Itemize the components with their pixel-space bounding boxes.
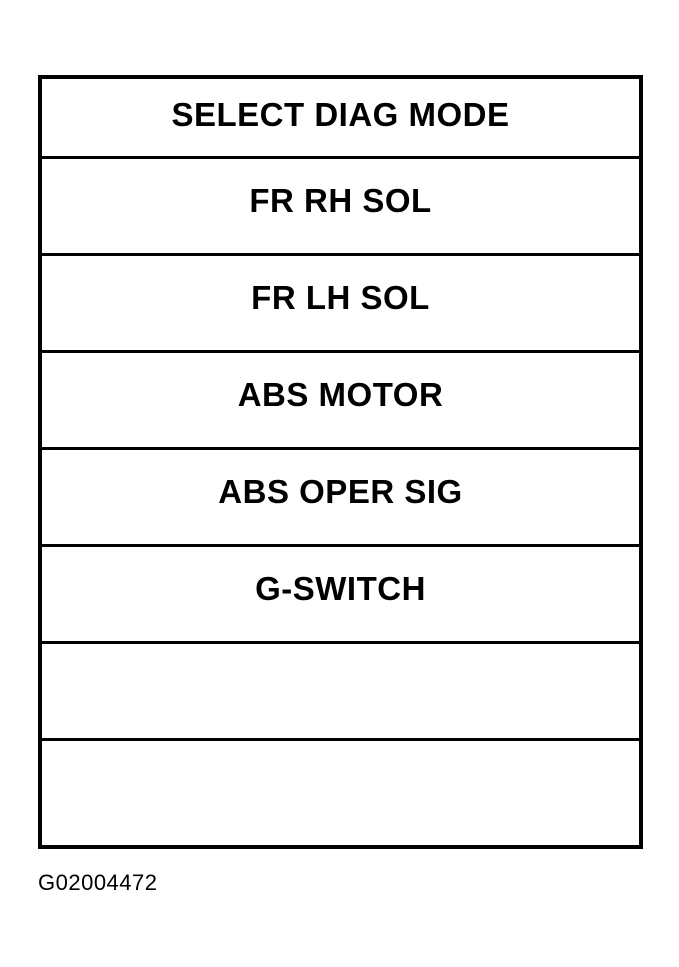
menu-item-label: FR LH SOL (251, 279, 430, 316)
menu-title: SELECT DIAG MODE (171, 95, 510, 133)
menu-item-fr-rh-sol[interactable]: FR RH SOL (42, 159, 639, 256)
menu-item-empty (42, 741, 639, 845)
menu-item-abs-oper-sig[interactable]: ABS OPER SIG (42, 450, 639, 547)
menu-item-fr-lh-sol[interactable]: FR LH SOL (42, 256, 639, 353)
menu-title-row: SELECT DIAG MODE (42, 79, 639, 159)
menu-item-label: ABS OPER SIG (218, 473, 463, 510)
menu-item-label: G-SWITCH (255, 570, 426, 607)
menu-item-abs-motor[interactable]: ABS MOTOR (42, 353, 639, 450)
menu-item-g-switch[interactable]: G-SWITCH (42, 547, 639, 644)
menu-item-label: FR RH SOL (249, 182, 432, 219)
figure-id: G02004472 (38, 870, 158, 895)
diagnostic-menu-screen: SELECT DIAG MODE FR RH SOL FR LH SOL ABS… (38, 75, 643, 849)
menu-item-empty (42, 644, 639, 741)
menu-item-label: ABS MOTOR (237, 376, 444, 413)
